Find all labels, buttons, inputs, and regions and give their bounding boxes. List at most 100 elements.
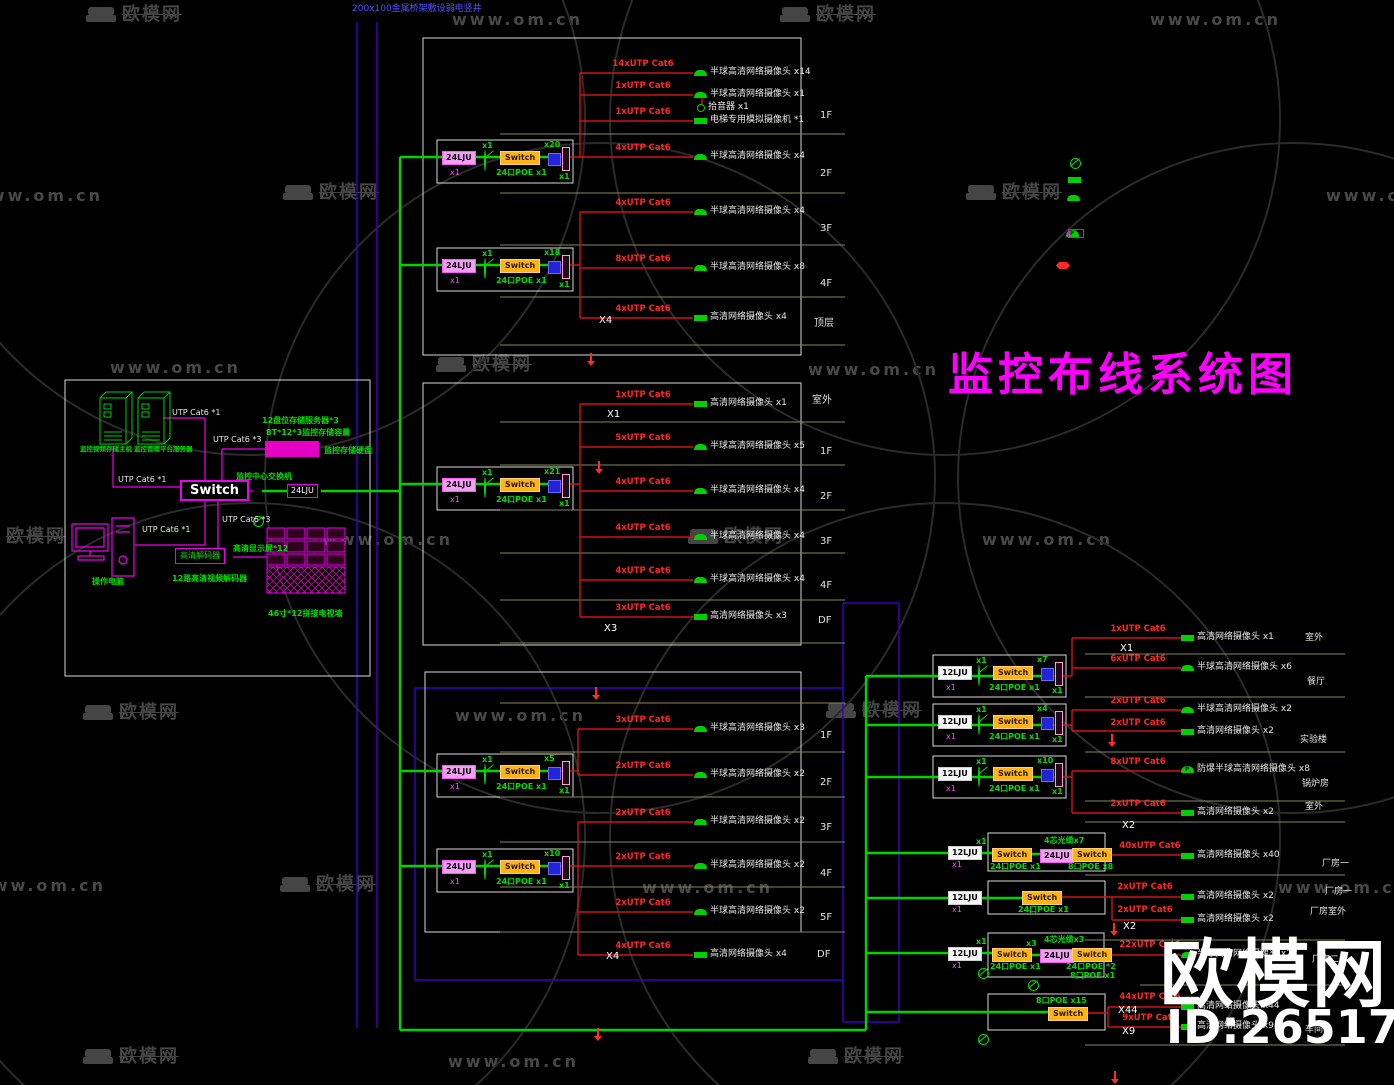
watermark-url: www.om.cn bbox=[1326, 186, 1394, 205]
cable-label: 4xUTP Cat6 bbox=[615, 566, 671, 576]
camera-label: 半球高清网络摄像头 x2 bbox=[710, 906, 805, 916]
storage-note2: 8T*12*3监控存储容量 bbox=[266, 428, 351, 437]
group-boxes bbox=[64, 37, 1106, 1031]
qty-label: x1 bbox=[946, 732, 956, 741]
camera-row: 半球高清网络摄像头 x4 bbox=[694, 575, 805, 584]
server-icons bbox=[99, 391, 172, 445]
port-icon bbox=[1041, 769, 1054, 782]
sofa-icon bbox=[86, 7, 116, 23]
floor-label: 3F bbox=[820, 536, 833, 547]
camera-row: 高清网络摄像头 x40 bbox=[1181, 851, 1280, 860]
cable-label: 1xUTP Cat6 bbox=[615, 390, 671, 400]
legend-red-connector-icon bbox=[1056, 262, 1070, 269]
connector-icon bbox=[978, 714, 980, 735]
cable-label: 2xUTP Cat6 bbox=[1110, 799, 1166, 809]
camera-row: 高清网络摄像头 x2 bbox=[1181, 727, 1274, 736]
poe-label: 24口POE x1 bbox=[989, 784, 1040, 793]
qty-label: x1 bbox=[482, 141, 493, 150]
dome-camera-icon bbox=[694, 818, 707, 825]
cable-label: 1xUTP Cat6 bbox=[615, 107, 671, 117]
qty-label: x1 bbox=[976, 656, 987, 665]
camera-row: 高清网络摄像头 x1 bbox=[694, 399, 787, 408]
tv-wall-icon bbox=[266, 527, 346, 594]
qty-label: x1 bbox=[976, 757, 987, 766]
sofa-icon bbox=[283, 185, 313, 201]
camera-row: 电梯专用模拟摄像机 *1 bbox=[694, 116, 804, 125]
poe-label: 24口POE *2 bbox=[1066, 962, 1116, 971]
poe-label: 8口POE x1 bbox=[1070, 971, 1116, 980]
camera-row: 半球高清网络摄像头 x3 bbox=[694, 724, 805, 733]
connector-icon bbox=[978, 968, 989, 979]
switch-group-a2: 24LJU x1 x1 Switch 24口POE x1 x18 x1 bbox=[437, 248, 573, 291]
watermark-text: 欧模网 bbox=[6, 526, 66, 547]
switch-box: Switch bbox=[1072, 948, 1113, 962]
camera-label: 半球高清网络摄像头 x4 bbox=[710, 531, 805, 541]
qty-label: x3 bbox=[1026, 939, 1037, 948]
qty-label: x1 bbox=[450, 276, 460, 285]
watermark-url: www.om.cn bbox=[0, 186, 104, 205]
drawing-title: 监控布线系统图 bbox=[948, 348, 1299, 401]
dome-camera-icon bbox=[1181, 664, 1194, 671]
camera-row: 半球高清网络摄像头 x2 bbox=[694, 861, 805, 870]
utp-lines bbox=[112, 417, 267, 558]
cable-label: 1xUTP Cat6 bbox=[615, 81, 671, 91]
camera-row: 高清网络摄像头 x44 bbox=[1181, 1002, 1280, 1011]
watermark: 欧模网 bbox=[86, 6, 182, 24]
watermark-text: 欧模网 bbox=[119, 702, 179, 723]
cable-label: 8xUTP Cat6 bbox=[615, 254, 671, 264]
cable-label: 4xUTP Cat6 bbox=[615, 143, 671, 153]
switch-group-a1: 24LJU x1 x1 Switch 24口POE x1 x20 x1 bbox=[437, 140, 573, 183]
floor-label: 1F bbox=[820, 730, 833, 741]
watermark: 欧模网 bbox=[280, 876, 376, 894]
watermark-url: www.om.cn bbox=[455, 706, 587, 725]
watermark-text: 欧模网 bbox=[119, 1046, 179, 1067]
camera-row: 半球高清网络摄像头 x14 bbox=[694, 68, 811, 77]
camera-row: 半球高清网络摄像头 x1 bbox=[694, 90, 805, 99]
box-camera-icon bbox=[1181, 852, 1194, 859]
poe-label: 24口POE x1 bbox=[496, 495, 547, 504]
brand-watermark: 欧模网 bbox=[1160, 932, 1388, 1018]
floor-label: 2F bbox=[820, 777, 833, 788]
mic-label: 拾音器 x1 bbox=[708, 102, 749, 112]
qty-label: x1 bbox=[1052, 735, 1063, 744]
camera-label: 半球高清网络摄像头 x2 bbox=[710, 769, 805, 779]
cable-label: 9xUTP Cat6 bbox=[1122, 1013, 1178, 1023]
cable-label: 40xUTP Cat6 bbox=[1119, 841, 1181, 851]
switch-box: Switch bbox=[1022, 891, 1063, 905]
camera-label: 高清网络摄像头 x4 bbox=[710, 949, 787, 959]
camera-label: 高清网络摄像头 x2 bbox=[1197, 807, 1274, 817]
port-icon bbox=[1041, 717, 1054, 730]
dome-camera-icon bbox=[694, 153, 707, 160]
cable-label: 4xUTP Cat6 bbox=[615, 941, 671, 951]
floor-label: 1F bbox=[820, 110, 833, 121]
switch-group-b: 24LJU x1 x1 Switch 24口POE x1 x21 x1 bbox=[437, 467, 573, 510]
connector-icon bbox=[484, 764, 486, 785]
camera-row: 半球高清网络摄像头 x2 bbox=[1181, 705, 1292, 714]
decoder-box: 高清解码器 bbox=[175, 548, 225, 564]
lju-box: 12LJU bbox=[938, 715, 972, 729]
dome-camera-icon bbox=[694, 862, 707, 869]
connector-icon bbox=[1028, 980, 1039, 991]
cable-label: 2xUTP Cat6 bbox=[1117, 882, 1173, 892]
camera-row: 高清网络摄像头 x2 bbox=[1181, 915, 1274, 924]
riser-mark-icon bbox=[594, 1028, 602, 1041]
poe-label: 24口POE x1 bbox=[1018, 905, 1069, 914]
core-switch-note: 监控中心交换机 bbox=[236, 472, 292, 481]
poe-label: 24口POE x1 bbox=[990, 962, 1041, 971]
cable-label: 2xUTP Cat6 bbox=[1110, 696, 1166, 706]
connector-icon bbox=[978, 665, 980, 686]
cable-label: 2xUTP Cat6 bbox=[1117, 905, 1173, 915]
storage-note1: 12盘位存储服务器*3 bbox=[262, 416, 339, 425]
switch-box: Switch bbox=[500, 151, 541, 165]
camera-label: 高清网络摄像头 x4 bbox=[710, 312, 787, 322]
connector-icon bbox=[978, 766, 980, 787]
dome-camera-icon bbox=[694, 69, 707, 76]
decoder-note: 12路高清视频解码器 bbox=[172, 574, 248, 583]
floor-label: 4F bbox=[820, 868, 833, 879]
watermark-url: www.om.cn bbox=[322, 530, 454, 549]
watermark-url: www.om.cn bbox=[0, 876, 107, 895]
riser-mark-icon bbox=[1111, 1071, 1119, 1084]
qty-label: x1 bbox=[482, 850, 493, 859]
